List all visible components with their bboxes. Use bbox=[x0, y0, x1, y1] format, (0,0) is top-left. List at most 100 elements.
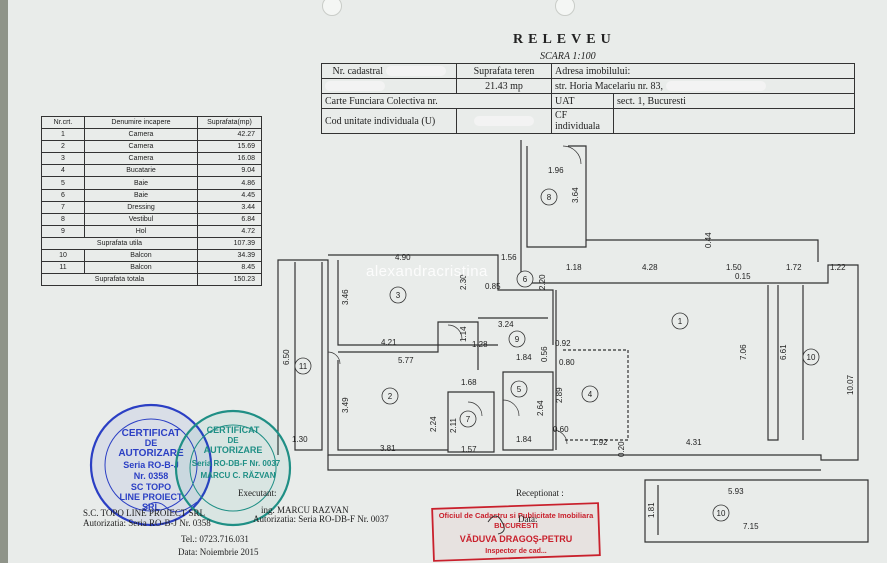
dim-label: 4.90 bbox=[395, 253, 411, 262]
stamp-text: DE bbox=[227, 436, 239, 445]
dim-label: 2.11 bbox=[449, 417, 458, 433]
room-circle bbox=[516, 270, 534, 288]
room-number: 3 bbox=[396, 291, 401, 300]
stamp-text: MARCU C. RĂZVAN bbox=[201, 471, 276, 480]
stamp-text: Seria RO-DB-F Nr. 0037 bbox=[192, 459, 281, 468]
dim-label: 7.06 bbox=[739, 344, 748, 360]
stamp-text: Oficiul de Cadastru si Publicitate Imobi… bbox=[439, 511, 594, 520]
autorizatia-right: Autorizatia: Seria RO-DB-F Nr. 0037 bbox=[253, 514, 389, 524]
cod-unitate-label: Cod unitate individuala (U) bbox=[321, 108, 457, 134]
room-number: 10 bbox=[717, 509, 726, 518]
room-number: 11 bbox=[299, 362, 308, 371]
dim-label: 7.15 bbox=[743, 522, 759, 531]
dim-label: 0.20 bbox=[617, 441, 626, 457]
cf-individuala-value bbox=[613, 108, 855, 134]
dim-label: 3.81 bbox=[380, 444, 396, 453]
room-number: 7 bbox=[466, 415, 471, 424]
dim-label: 2.24 bbox=[429, 416, 438, 432]
dim-label: 1.14 bbox=[459, 326, 468, 342]
room-circle bbox=[510, 380, 528, 398]
stamp-text: CERTIFICAT bbox=[207, 425, 260, 435]
dim-label: 10.07 bbox=[846, 374, 855, 395]
door-swings bbox=[327, 145, 582, 445]
stamp-text: AUTORIZARE bbox=[118, 448, 184, 459]
dim-label: 3.64 bbox=[571, 187, 580, 203]
dim-label: 3.46 bbox=[341, 289, 350, 305]
engineer-name: ing. MARCU RAZVAN bbox=[261, 505, 349, 515]
punch-hole bbox=[555, 0, 575, 16]
dimensions: 1.96 3.64 0.44 4.90 1.56 3.46 2.30 0.85 … bbox=[282, 166, 855, 531]
document-title: RELEVEU bbox=[513, 32, 616, 47]
dim-label: 1.68 bbox=[461, 378, 477, 387]
company-name: S.C. TOPO LINE PROIECT SRL bbox=[83, 508, 206, 518]
dim-label: 5.77 bbox=[398, 356, 414, 365]
room-circle bbox=[389, 286, 407, 304]
blue-stamp: CERTIFICAT DE AUTORIZARE Seria RO-B-J Nr… bbox=[89, 403, 213, 527]
dim-label: 1.72 bbox=[786, 263, 802, 272]
room-circle bbox=[540, 188, 558, 206]
dim-label: 2.30 bbox=[459, 274, 468, 290]
dim-label: 4.28 bbox=[642, 263, 658, 272]
room-circle bbox=[294, 357, 312, 375]
executant-label: Executant: bbox=[238, 488, 277, 498]
dim-label: 0.56 bbox=[540, 346, 549, 362]
dim-label: 1.56 bbox=[501, 253, 517, 262]
autorizatia-left: Autorizatia: Seria RO-B-J Nr. 0358 bbox=[83, 518, 211, 528]
dim-label: 1.28 bbox=[472, 340, 488, 349]
floor-plan: 1 2 3 4 5 6 7 8 9 10 10 11 1.96 3.64 0.4… bbox=[89, 140, 869, 562]
stamp-text: VĂDUVA DRAGOŞ-PETRU bbox=[460, 534, 573, 544]
total-value: 150.23 bbox=[197, 273, 262, 287]
scale-label: SCARA 1:100 bbox=[540, 51, 596, 62]
punch-hole bbox=[322, 0, 342, 16]
dim-label: 1.96 bbox=[548, 166, 564, 175]
telephone: Tel.: 0723.716.031 bbox=[181, 534, 249, 544]
room-circle bbox=[581, 385, 599, 403]
watermark: alexandracristina bbox=[366, 263, 488, 280]
total-label: Suprafata totala bbox=[41, 273, 198, 287]
room-circle bbox=[381, 387, 399, 405]
dim-label: 5.93 bbox=[728, 487, 744, 496]
room-circle bbox=[671, 312, 689, 330]
room-circle bbox=[459, 410, 477, 428]
dim-label: 1.22 bbox=[830, 263, 846, 272]
cod-unitate-value bbox=[456, 108, 552, 134]
room-number: 8 bbox=[547, 193, 552, 202]
room-number: 9 bbox=[515, 335, 520, 344]
dim-label: 4.21 bbox=[381, 338, 397, 347]
dim-label: 1.84 bbox=[516, 353, 532, 362]
dim-label: 1.30 bbox=[292, 435, 308, 444]
red-stamp: Oficiul de Cadastru si Publicitate Imobi… bbox=[431, 502, 601, 562]
dim-label: 2.64 bbox=[536, 400, 545, 416]
dim-label: 0.44 bbox=[704, 232, 713, 248]
dim-label: 2.20 bbox=[538, 274, 547, 290]
stamp-text: CERTIFICAT bbox=[122, 428, 181, 439]
dim-label: 0.92 bbox=[555, 339, 571, 348]
dim-label: 2.89 bbox=[555, 387, 564, 403]
dim-label: 1.84 bbox=[516, 435, 532, 444]
dim-label: 1.81 bbox=[647, 502, 656, 518]
stamp-text: SC TOPO bbox=[131, 482, 171, 492]
room-circle bbox=[712, 504, 730, 522]
dim-label: 1.18 bbox=[566, 263, 582, 272]
dim-label: 1.50 bbox=[726, 263, 742, 272]
dim-label: 3.49 bbox=[341, 397, 350, 413]
teal-stamp: CERTIFICAT DE AUTORIZARE Seria RO-DB-F N… bbox=[174, 409, 292, 527]
room-number: 6 bbox=[523, 275, 528, 284]
dim-label: 0.15 bbox=[735, 272, 751, 281]
room-numbers: 1 2 3 4 5 6 7 8 9 10 10 11 bbox=[299, 193, 816, 518]
plan-walls bbox=[277, 140, 869, 543]
room-number: 10 bbox=[807, 353, 816, 362]
dim-label: 6.61 bbox=[779, 344, 788, 360]
room-circle bbox=[802, 348, 820, 366]
property-info-table: Nr. cadastral Suprafata teren Adresa imo… bbox=[321, 63, 855, 134]
room-circle bbox=[508, 330, 526, 348]
stamp-text: BUCURESTI bbox=[494, 521, 538, 530]
rooms-table: Nr.crt. Denumire incapere Suprafata(mp) … bbox=[41, 115, 262, 287]
room-number: 2 bbox=[388, 392, 393, 401]
room-number: 4 bbox=[588, 390, 593, 399]
dim-label: 1.57 bbox=[461, 445, 477, 454]
